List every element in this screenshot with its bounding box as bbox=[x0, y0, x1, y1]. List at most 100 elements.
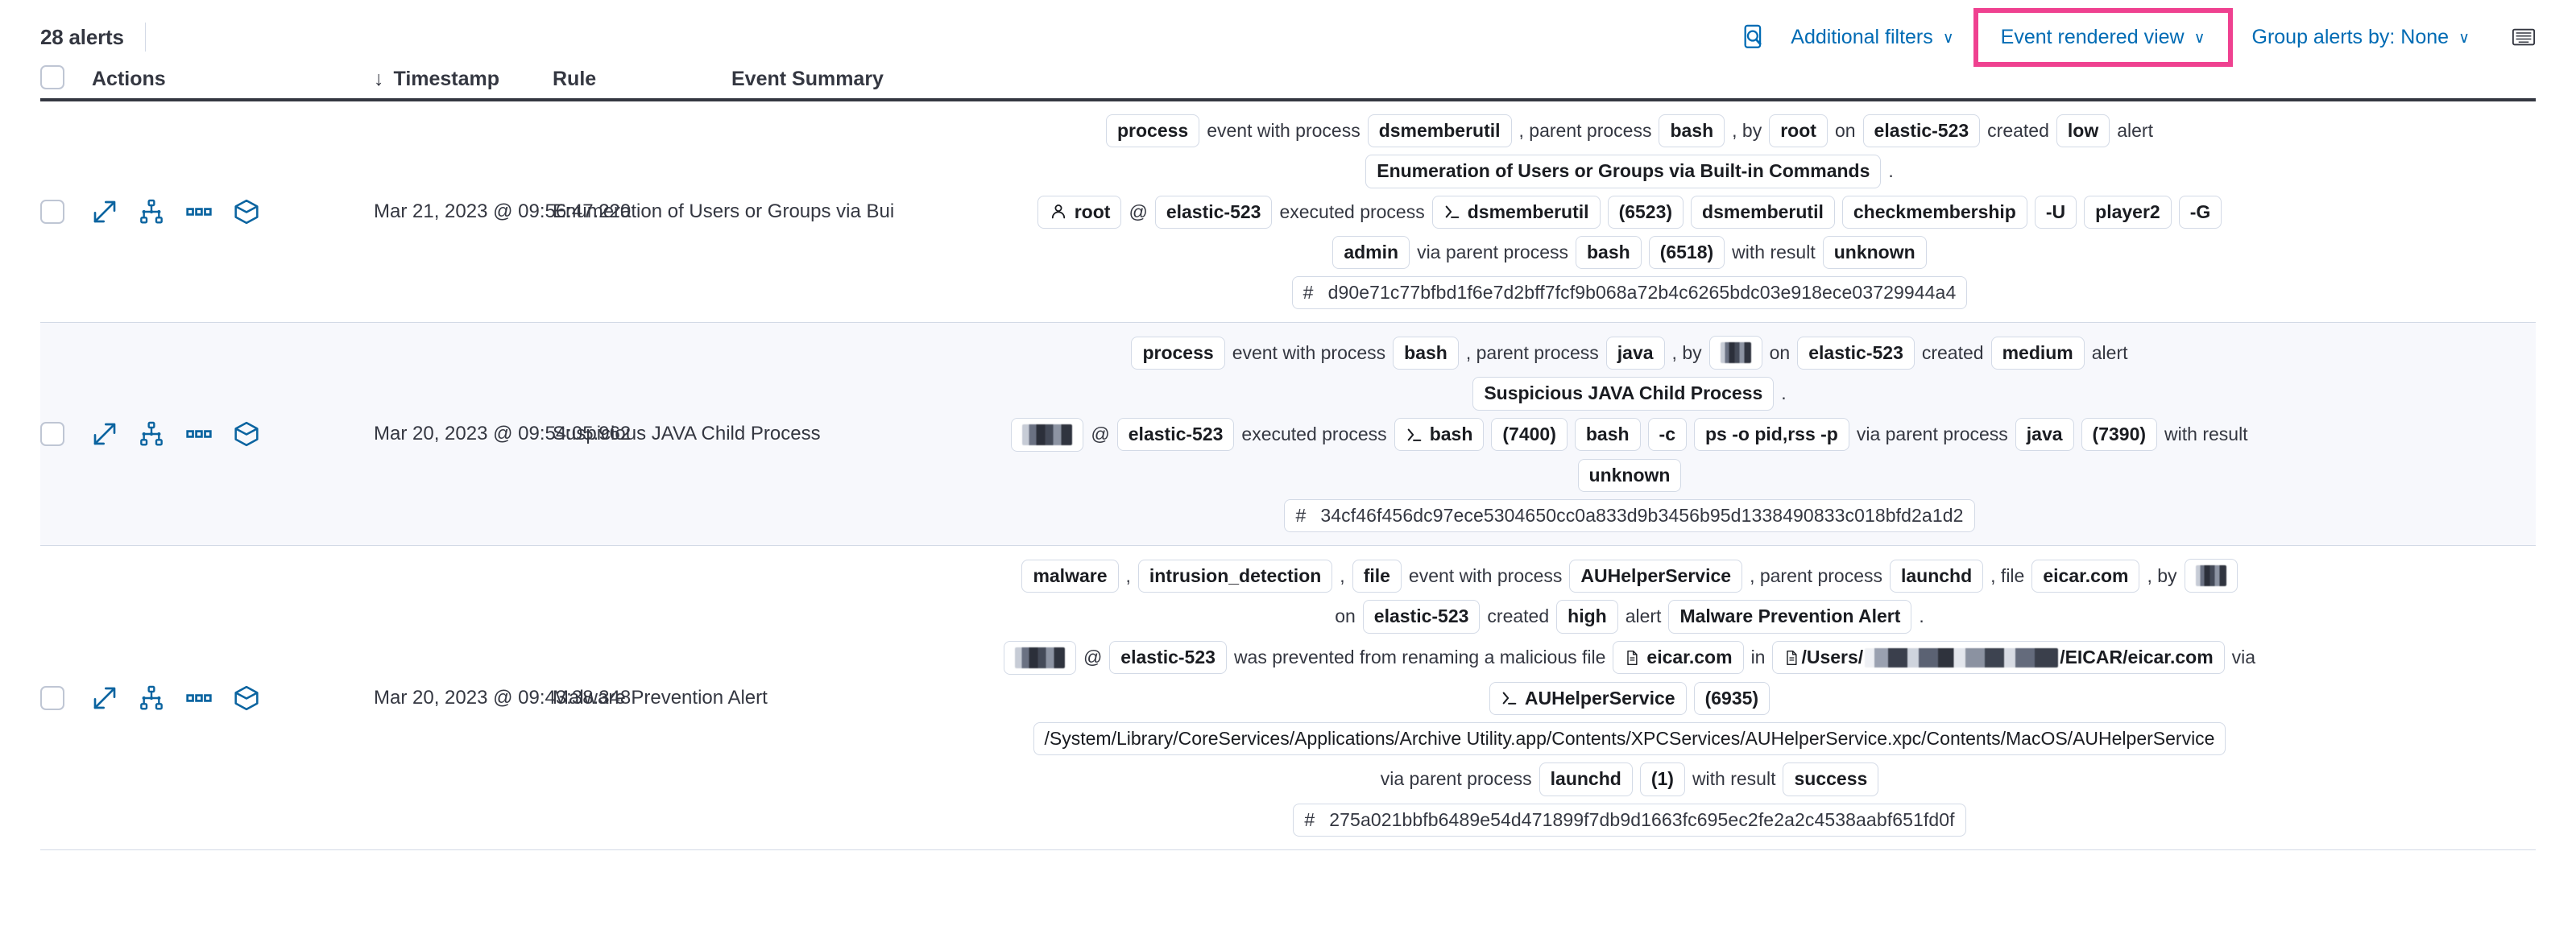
summary-chip-user[interactable]: root bbox=[1037, 195, 1122, 229]
header-actions[interactable]: Actions bbox=[77, 68, 374, 91]
summary-chip-process[interactable]: dsmemberutil bbox=[1431, 195, 1601, 229]
summary-chip[interactable]: root bbox=[1769, 114, 1828, 148]
group-alerts-by-button[interactable]: Group alerts by: None ∨ bbox=[2238, 19, 2485, 56]
summary-chip-hash[interactable]: #d90e71c77bfbd1f6e7d2bff7fcf9b068a72b4c6… bbox=[1291, 276, 1968, 310]
summary-chip[interactable]: (7390) bbox=[2081, 418, 2158, 452]
summary-chip[interactable]: Enumeration of Users or Groups via Built… bbox=[1365, 155, 1882, 188]
row-select-checkbox[interactable] bbox=[40, 200, 64, 225]
more-actions-icon[interactable] bbox=[185, 686, 213, 710]
row-select-checkbox[interactable] bbox=[40, 422, 64, 447]
terminal-icon bbox=[1406, 426, 1423, 444]
summary-chip-redacted[interactable] bbox=[1003, 640, 1076, 675]
row-select-checkbox[interactable] bbox=[40, 685, 64, 710]
summary-chip[interactable]: java bbox=[2015, 418, 2074, 452]
summary-chip[interactable]: (6935) bbox=[1693, 681, 1770, 715]
event-summary-line: /System/Library/CoreServices/Application… bbox=[1033, 721, 2226, 756]
summary-chip[interactable]: launchd bbox=[1889, 559, 1984, 593]
summary-chip[interactable]: launchd bbox=[1539, 762, 1633, 796]
summary-chip[interactable]: -c bbox=[1647, 418, 1687, 452]
summary-chip[interactable]: dsmemberutil bbox=[1691, 195, 1835, 229]
summary-chip[interactable]: elastic-523 bbox=[1797, 336, 1915, 370]
summary-text: @ bbox=[1129, 200, 1148, 222]
summary-chip[interactable]: AUHelperService bbox=[1569, 559, 1743, 593]
summary-chip[interactable]: process bbox=[1131, 336, 1225, 370]
session-view-icon[interactable] bbox=[139, 685, 164, 711]
summary-chip[interactable]: bash bbox=[1393, 336, 1459, 370]
summary-chip[interactable]: -U bbox=[2034, 195, 2077, 229]
summary-chip-process[interactable]: AUHelperService bbox=[1489, 681, 1687, 715]
summary-chip[interactable]: elastic-523 bbox=[1862, 114, 1981, 148]
keyboard-shortcuts-icon[interactable] bbox=[2512, 27, 2536, 48]
summary-chip-redacted[interactable] bbox=[1708, 336, 1762, 370]
summary-chip[interactable]: ps -o pid,rss -p bbox=[1694, 418, 1849, 452]
summary-chip[interactable]: player2 bbox=[2084, 195, 2172, 229]
summary-chip[interactable]: (1) bbox=[1639, 762, 1685, 796]
more-actions-icon[interactable] bbox=[185, 422, 213, 446]
expand-icon[interactable] bbox=[92, 685, 118, 711]
analyzer-cube-icon[interactable] bbox=[234, 685, 259, 711]
inspect-icon[interactable] bbox=[1741, 19, 1776, 56]
summary-chip[interactable]: success bbox=[1783, 762, 1879, 796]
summary-chip[interactable]: bash bbox=[1576, 235, 1642, 270]
summary-chip-process[interactable]: bash bbox=[1394, 418, 1485, 452]
additional-filters-button[interactable]: Additional filters ∨ bbox=[1776, 19, 1968, 56]
row-rule-name[interactable]: Suspicious JAVA Child Process bbox=[553, 423, 821, 445]
summary-chip[interactable]: unknown bbox=[1577, 458, 1682, 493]
event-rendered-view-button[interactable]: Event rendered view ∨ bbox=[1986, 19, 2220, 56]
summary-chip[interactable]: elastic-523 bbox=[1109, 641, 1227, 675]
summary-chip-executable-path[interactable]: /System/Library/CoreServices/Application… bbox=[1033, 721, 2226, 756]
redacted-value bbox=[1014, 647, 1065, 668]
summary-chip[interactable]: elastic-523 bbox=[1116, 418, 1235, 452]
row-rule-name[interactable]: Enumeration of Users or Groups via Bui bbox=[553, 200, 895, 223]
summary-chip-hash[interactable]: #34cf46f456dc97ece5304650cc0a833d9b3456b… bbox=[1284, 499, 1975, 533]
summary-chip[interactable]: elastic-523 bbox=[1362, 600, 1481, 634]
summary-chip-file-path[interactable]: /Users//EICAR/eicar.com bbox=[1772, 641, 2225, 675]
header-event-summary[interactable]: Event Summary bbox=[731, 68, 2536, 91]
summary-chip[interactable]: low bbox=[2056, 114, 2110, 148]
summary-chip[interactable]: process bbox=[1106, 114, 1200, 148]
summary-chip[interactable]: high bbox=[1556, 600, 1618, 634]
summary-chip[interactable]: bash bbox=[1659, 114, 1725, 148]
summary-chip[interactable]: dsmemberutil bbox=[1367, 114, 1512, 148]
summary-chip[interactable]: intrusion_detection bbox=[1137, 559, 1333, 593]
select-all-checkbox[interactable] bbox=[40, 64, 64, 89]
summary-chip-redacted[interactable] bbox=[1011, 417, 1084, 452]
header-rule[interactable]: Rule bbox=[553, 68, 731, 91]
summary-chip[interactable]: (6518) bbox=[1648, 235, 1725, 270]
analyzer-cube-icon[interactable] bbox=[234, 199, 259, 225]
summary-chip[interactable]: java bbox=[1605, 336, 1665, 370]
summary-chip[interactable]: bash bbox=[1574, 418, 1641, 452]
summary-chip[interactable]: unknown bbox=[1822, 235, 1927, 270]
summary-chip[interactable]: file bbox=[1352, 559, 1402, 593]
session-view-icon[interactable] bbox=[139, 421, 164, 447]
summary-chip[interactable]: elastic-523 bbox=[1154, 195, 1273, 229]
summary-chip[interactable]: (6523) bbox=[1607, 195, 1684, 229]
summary-text: created bbox=[1921, 341, 1984, 363]
alert-count-label: 28 alerts bbox=[40, 24, 124, 49]
summary-chip[interactable]: admin bbox=[1332, 235, 1410, 270]
expand-icon[interactable] bbox=[92, 421, 118, 447]
summary-chip[interactable]: eicar.com bbox=[2031, 559, 2140, 593]
summary-chip-file[interactable]: eicar.com bbox=[1613, 641, 1744, 675]
summary-chip-redacted[interactable] bbox=[2184, 559, 2238, 593]
expand-icon[interactable] bbox=[92, 199, 118, 225]
toolbar-divider bbox=[144, 23, 146, 52]
more-actions-icon[interactable] bbox=[185, 200, 213, 224]
analyzer-cube-icon[interactable] bbox=[234, 421, 259, 447]
session-view-icon[interactable] bbox=[139, 199, 164, 225]
summary-chip[interactable]: Suspicious JAVA Child Process bbox=[1472, 377, 1775, 411]
header-timestamp[interactable]: ↓ Timestamp bbox=[374, 68, 553, 91]
summary-chip[interactable]: malware bbox=[1021, 559, 1119, 593]
summary-chip[interactable]: -G bbox=[2178, 195, 2222, 229]
summary-chip[interactable]: medium bbox=[1990, 336, 2085, 370]
summary-text: alert bbox=[1625, 605, 1662, 627]
row-rule-name[interactable]: Malware Prevention Alert bbox=[553, 686, 768, 709]
summary-chip-hash[interactable]: #275a021bbfb6489e54d471899f7db9d1663fc69… bbox=[1293, 803, 1966, 837]
summary-chip[interactable]: (7400) bbox=[1491, 418, 1568, 452]
summary-chip[interactable]: checkmembership bbox=[1841, 195, 2027, 229]
summary-chip[interactable]: Malware Prevention Alert bbox=[1668, 600, 1912, 634]
